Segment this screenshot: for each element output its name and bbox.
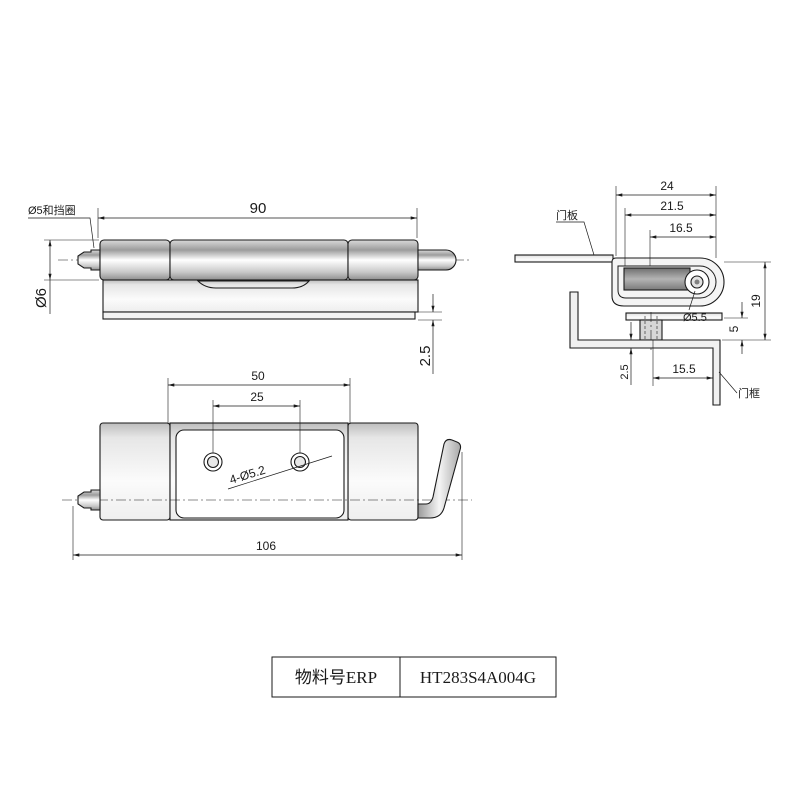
dim-15-5-label: 15.5 bbox=[672, 362, 696, 376]
door-frame bbox=[569, 291, 721, 406]
pin-note-leader bbox=[28, 217, 95, 249]
plan-right-knuckle bbox=[347, 422, 419, 521]
dim-dia6-label: Ø6 bbox=[33, 288, 50, 308]
pin-section bbox=[694, 279, 700, 285]
spring-pin-lever bbox=[417, 438, 462, 519]
dim-5-label: 5 bbox=[727, 325, 741, 332]
door-panel-leader bbox=[556, 221, 595, 256]
front-right-knuckle bbox=[347, 239, 419, 281]
pin-note-label: Ø5和挡圈 bbox=[28, 203, 76, 217]
dim-16-5-label: 16.5 bbox=[669, 221, 693, 235]
erp-label: 物料号ERP bbox=[295, 668, 377, 687]
title-block: 物料号ERP HT283S4A004G bbox=[271, 656, 557, 698]
side-view: 24 21.5 16.5 门板 19 5 Ø5.5 2.5 15.5 门框 bbox=[514, 179, 771, 406]
dim-19-label: 19 bbox=[749, 294, 763, 308]
door-panel bbox=[514, 254, 614, 263]
plan-left-pin bbox=[77, 489, 101, 511]
front-left-pin bbox=[77, 249, 101, 271]
hinge-leaf-section bbox=[623, 267, 691, 291]
door-frame-leader bbox=[718, 371, 738, 394]
door-panel-label: 门板 bbox=[556, 208, 578, 222]
front-leaf bbox=[102, 279, 419, 313]
front-view: Ø5和挡圈 90 Ø6 2.5 bbox=[28, 200, 472, 374]
mounting-hole-left-inner bbox=[206, 455, 220, 469]
title-block-frame bbox=[271, 656, 557, 698]
hinge-profile-inner bbox=[617, 265, 717, 299]
plan-leaf bbox=[175, 429, 345, 519]
front-center-knuckle bbox=[169, 239, 349, 281]
front-right-pin bbox=[417, 249, 457, 271]
holes-leader bbox=[227, 455, 333, 490]
side-lower-leaf bbox=[625, 312, 723, 321]
front-leaf-slot bbox=[196, 280, 311, 289]
dim-50-label: 50 bbox=[251, 369, 265, 383]
front-leaf-base bbox=[102, 311, 416, 320]
dim-leaf-label: 2.5 bbox=[417, 346, 434, 367]
plan-left-knuckle bbox=[99, 422, 171, 521]
plan-view: 4-Ø5.2 50 25 106 bbox=[62, 369, 472, 560]
door-frame-label: 门框 bbox=[738, 386, 760, 400]
dim-frame-label: 2.5 bbox=[619, 364, 631, 379]
dim-21-5-label: 21.5 bbox=[660, 199, 684, 213]
front-left-knuckle bbox=[99, 239, 171, 281]
dim-25-label: 25 bbox=[250, 390, 264, 404]
erp-number: HT283S4A004G bbox=[420, 668, 536, 687]
pin-hole-label: Ø5.5 bbox=[683, 312, 707, 324]
dim-90-label: 90 bbox=[250, 200, 267, 217]
dim-24-label: 24 bbox=[660, 179, 674, 193]
mounting-hole-right-inner bbox=[293, 455, 307, 469]
pin-hole-leader bbox=[688, 290, 696, 311]
dim-106-label: 106 bbox=[256, 539, 276, 553]
